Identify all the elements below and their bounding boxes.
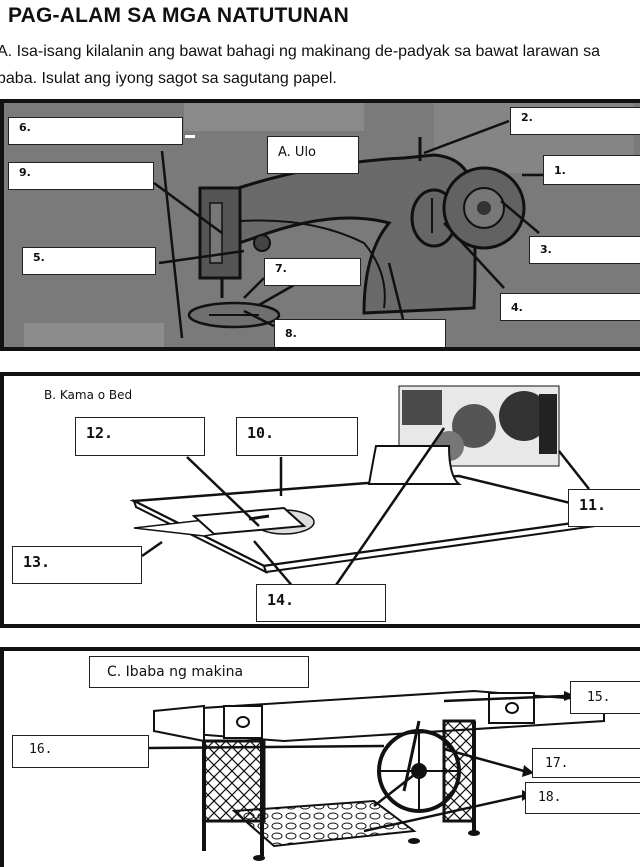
label-7: 7. <box>275 262 287 275</box>
instruction-line-1: A. Isa-isang kilalanin ang bawat bahagi … <box>0 43 601 60</box>
section-c-heading-text: C. Ibaba ng makina <box>107 664 244 680</box>
label-box-17[interactable]: 17. <box>532 748 640 778</box>
label-box-6[interactable]: 6. <box>8 117 183 145</box>
label-box-11[interactable]: 11. <box>568 489 640 527</box>
label-box-15[interactable]: 15. <box>570 681 640 714</box>
label-box-14[interactable]: 14. <box>256 584 386 622</box>
section-c-heading: C. Ibaba ng makina <box>89 656 309 688</box>
label-box-9[interactable]: 9. <box>8 162 154 190</box>
label-16: 16. <box>29 742 53 757</box>
instruction-line-2: baba. Isulat ang iyong sagot sa sagutang… <box>0 70 337 87</box>
label-box-3[interactable]: 3. <box>529 236 640 264</box>
label-13: 13. <box>23 553 51 571</box>
label-9: 9. <box>19 166 31 179</box>
label-box-8[interactable]: 8. <box>274 319 446 347</box>
label-3: 3. <box>540 243 552 256</box>
label-15: 15. <box>587 690 611 705</box>
label-box-5[interactable]: 5. <box>22 247 156 275</box>
label-17: 17. <box>545 756 569 771</box>
machine-bed-illustration <box>129 385 625 589</box>
label-box-12[interactable]: 12. <box>75 417 205 456</box>
label-box-10[interactable]: 10. <box>236 417 358 456</box>
label-12: 12. <box>86 424 114 442</box>
label-box-7[interactable]: 7. <box>264 258 361 286</box>
label-8: 8. <box>285 327 297 340</box>
label-1: 1. <box>554 164 566 177</box>
label-11: 11. <box>579 496 607 514</box>
label-5: 5. <box>33 251 45 264</box>
label-4: 4. <box>511 301 523 314</box>
label-10: 10. <box>247 424 275 442</box>
panel-kama: B. Kama o Bed 12. 10. 11. 13. 14. <box>0 372 640 628</box>
label-18: 18. <box>538 790 562 805</box>
panel-ibaba: C. Ibaba ng makina 15. 16. 17. 18. <box>0 647 640 867</box>
label-6: 6. <box>19 121 31 134</box>
label-box-2[interactable]: 2. <box>510 107 640 135</box>
panel-ulo: 6. 9. 5. A. Ulo 7. 8. 2. 1. 3. 4. <box>0 99 640 351</box>
label-box-18[interactable]: 18. <box>525 782 640 814</box>
label-14: 14. <box>267 591 295 609</box>
label-box-16[interactable]: 16. <box>12 735 149 768</box>
section-a-heading-text: A. Ulo <box>278 145 317 160</box>
section-a-heading: A. Ulo <box>267 136 359 174</box>
section-b-heading: B. Kama o Bed <box>44 388 133 402</box>
label-box-1[interactable]: 1. <box>543 155 640 185</box>
label-box-4[interactable]: 4. <box>500 293 640 321</box>
label-box-13[interactable]: 13. <box>12 546 142 584</box>
label-2: 2. <box>521 111 533 124</box>
worksheet-title: PAG-ALAM SA MGA NATUTUNAN <box>8 4 349 27</box>
